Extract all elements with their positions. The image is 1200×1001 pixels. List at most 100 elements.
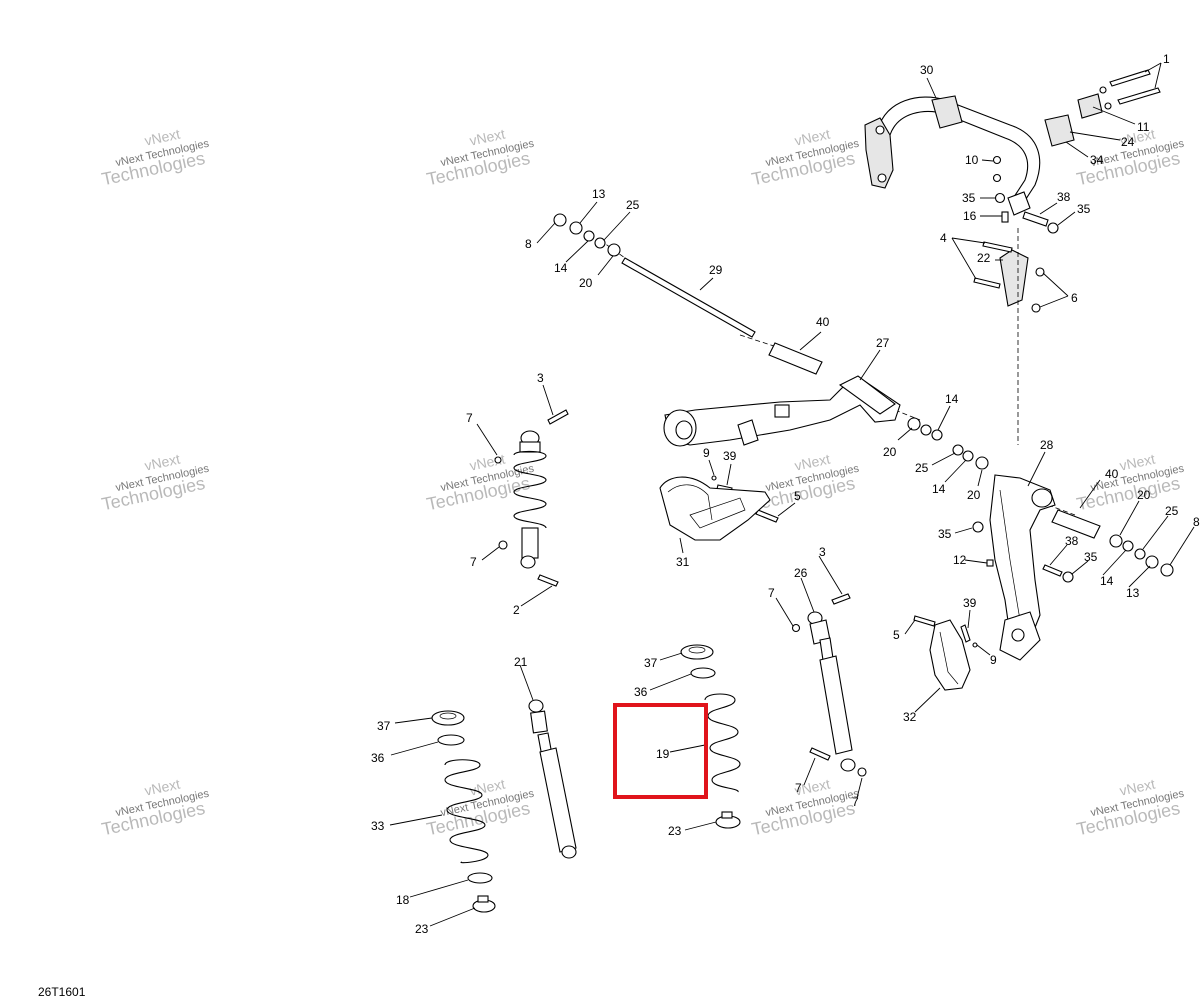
part-11-clamp xyxy=(1077,93,1103,119)
part-22-link xyxy=(999,249,1029,307)
label-part-39[interactable]: 39 xyxy=(723,449,737,463)
label-part-12[interactable]: 12 xyxy=(953,553,967,567)
label-part-29[interactable]: 29 xyxy=(709,263,723,277)
label-part-14[interactable]: 14 xyxy=(554,261,568,275)
upper-a-arm-assembly xyxy=(663,375,943,523)
label-part-7[interactable]: 7 xyxy=(852,795,859,809)
watermark: vNext vNext Technologies Technologies xyxy=(100,126,211,190)
label-part-35[interactable]: 35 xyxy=(938,527,952,541)
label-part-37[interactable]: 37 xyxy=(644,656,658,670)
label-part-13[interactable]: 13 xyxy=(1126,586,1140,600)
label-part-4[interactable]: 4 xyxy=(940,231,947,245)
part-7-nut xyxy=(498,540,508,550)
label-part-7[interactable]: 7 xyxy=(768,586,775,600)
label-part-14[interactable]: 14 xyxy=(932,482,946,496)
label-part-38[interactable]: 38 xyxy=(1057,190,1071,204)
label-part-20[interactable]: 20 xyxy=(967,488,981,502)
seat-hole xyxy=(688,646,706,654)
label-part-39[interactable]: 39 xyxy=(963,596,977,610)
link-assembly xyxy=(973,241,1045,313)
label-part-6[interactable]: 6 xyxy=(1071,291,1078,305)
label-part-33[interactable]: 33 xyxy=(371,819,385,833)
label-part-23[interactable]: 23 xyxy=(415,922,429,936)
part-14-bushing xyxy=(962,450,974,462)
label-part-10[interactable]: 10 xyxy=(965,153,979,167)
part-14-bushing xyxy=(583,230,595,242)
label-part-9[interactable]: 9 xyxy=(990,653,997,667)
label-part-2[interactable]: 2 xyxy=(513,603,520,617)
label-part-25[interactable]: 25 xyxy=(626,198,640,212)
bushing xyxy=(875,125,885,135)
label-part-36[interactable]: 36 xyxy=(371,751,385,765)
label-part-20[interactable]: 20 xyxy=(579,276,593,290)
part-35-nut xyxy=(972,521,984,533)
label-part-9[interactable]: 9 xyxy=(703,446,710,460)
label-part-5[interactable]: 5 xyxy=(794,489,801,503)
label-part-7[interactable]: 7 xyxy=(466,411,473,425)
label-part-16[interactable]: 16 xyxy=(963,209,977,223)
label-part-23[interactable]: 23 xyxy=(668,824,682,838)
label-part-8[interactable]: 8 xyxy=(1193,515,1200,529)
svg-text:vNext: vNext xyxy=(143,776,181,799)
label-part-31[interactable]: 31 xyxy=(676,555,690,569)
leader-lines xyxy=(389,62,1195,927)
label-part-36[interactable]: 36 xyxy=(634,685,648,699)
part-7-nut xyxy=(494,456,502,464)
part-33-spring xyxy=(444,759,489,864)
label-part-20[interactable]: 20 xyxy=(1137,488,1151,502)
label-part-22[interactable]: 22 xyxy=(977,251,991,265)
label-part-13[interactable]: 13 xyxy=(592,187,606,201)
label-part-11[interactable]: 11 xyxy=(1137,120,1150,134)
label-part-35[interactable]: 35 xyxy=(1084,550,1098,564)
label-part-7[interactable]: 7 xyxy=(470,555,477,569)
label-part-25[interactable]: 25 xyxy=(915,461,929,475)
svg-text:vNext: vNext xyxy=(468,776,506,799)
part-20-washer xyxy=(607,243,621,257)
label-part-27[interactable]: 27 xyxy=(876,336,890,350)
label-part-8[interactable]: 8 xyxy=(525,237,532,251)
label-part-32[interactable]: 32 xyxy=(903,710,917,724)
label-part-37[interactable]: 37 xyxy=(377,719,391,733)
label-part-25[interactable]: 25 xyxy=(1165,504,1179,518)
label-part-3[interactable]: 3 xyxy=(537,371,544,385)
watermark: vNext vNext Technologies Technologies xyxy=(1075,126,1186,190)
part-14-bushing xyxy=(931,429,943,441)
label-part-26[interactable]: 26 xyxy=(794,566,808,580)
svg-text:vNext: vNext xyxy=(793,451,831,474)
label-part-35[interactable]: 35 xyxy=(1077,202,1091,216)
label-part-28[interactable]: 28 xyxy=(1040,438,1054,452)
label-part-14[interactable]: 14 xyxy=(945,392,959,406)
svg-text:vNext: vNext xyxy=(468,126,506,149)
label-part-14[interactable]: 14 xyxy=(1100,574,1114,588)
label-part-40[interactable]: 40 xyxy=(1105,467,1119,481)
label-part-5[interactable]: 5 xyxy=(893,628,900,642)
label-part-3[interactable]: 3 xyxy=(819,545,826,559)
label-part-40[interactable]: 40 xyxy=(816,315,830,329)
svg-text:vNext: vNext xyxy=(468,451,506,474)
part-35-nut xyxy=(1047,222,1059,234)
label-part-38[interactable]: 38 xyxy=(1065,534,1079,548)
part-4-bolt xyxy=(973,277,1001,289)
label-part-21[interactable]: 21 xyxy=(514,655,528,669)
label-part-35[interactable]: 35 xyxy=(962,191,976,205)
part-31-guard xyxy=(659,476,771,541)
part-36-spacer xyxy=(437,734,465,746)
bushing xyxy=(877,173,887,183)
part-7-bolt xyxy=(809,747,831,761)
label-part-30[interactable]: 30 xyxy=(920,63,934,77)
label-part-34[interactable]: 34 xyxy=(1090,153,1104,167)
label-part-24[interactable]: 24 xyxy=(1121,135,1135,149)
bushing xyxy=(675,420,693,440)
label-part-1[interactable]: 1 xyxy=(1163,52,1170,66)
label-part-19[interactable]: 19 xyxy=(656,747,670,761)
highlight-box-part-19[interactable] xyxy=(613,703,708,799)
part-6-nut xyxy=(1031,303,1041,313)
bushing xyxy=(1031,488,1053,508)
label-part-18[interactable]: 18 xyxy=(396,893,410,907)
part-40-sleeve xyxy=(768,342,823,375)
part-30-right-end xyxy=(1007,191,1031,216)
label-part-7[interactable]: 7 xyxy=(795,781,802,795)
part-38-bolt xyxy=(1022,211,1049,227)
label-part-20[interactable]: 20 xyxy=(883,445,897,459)
